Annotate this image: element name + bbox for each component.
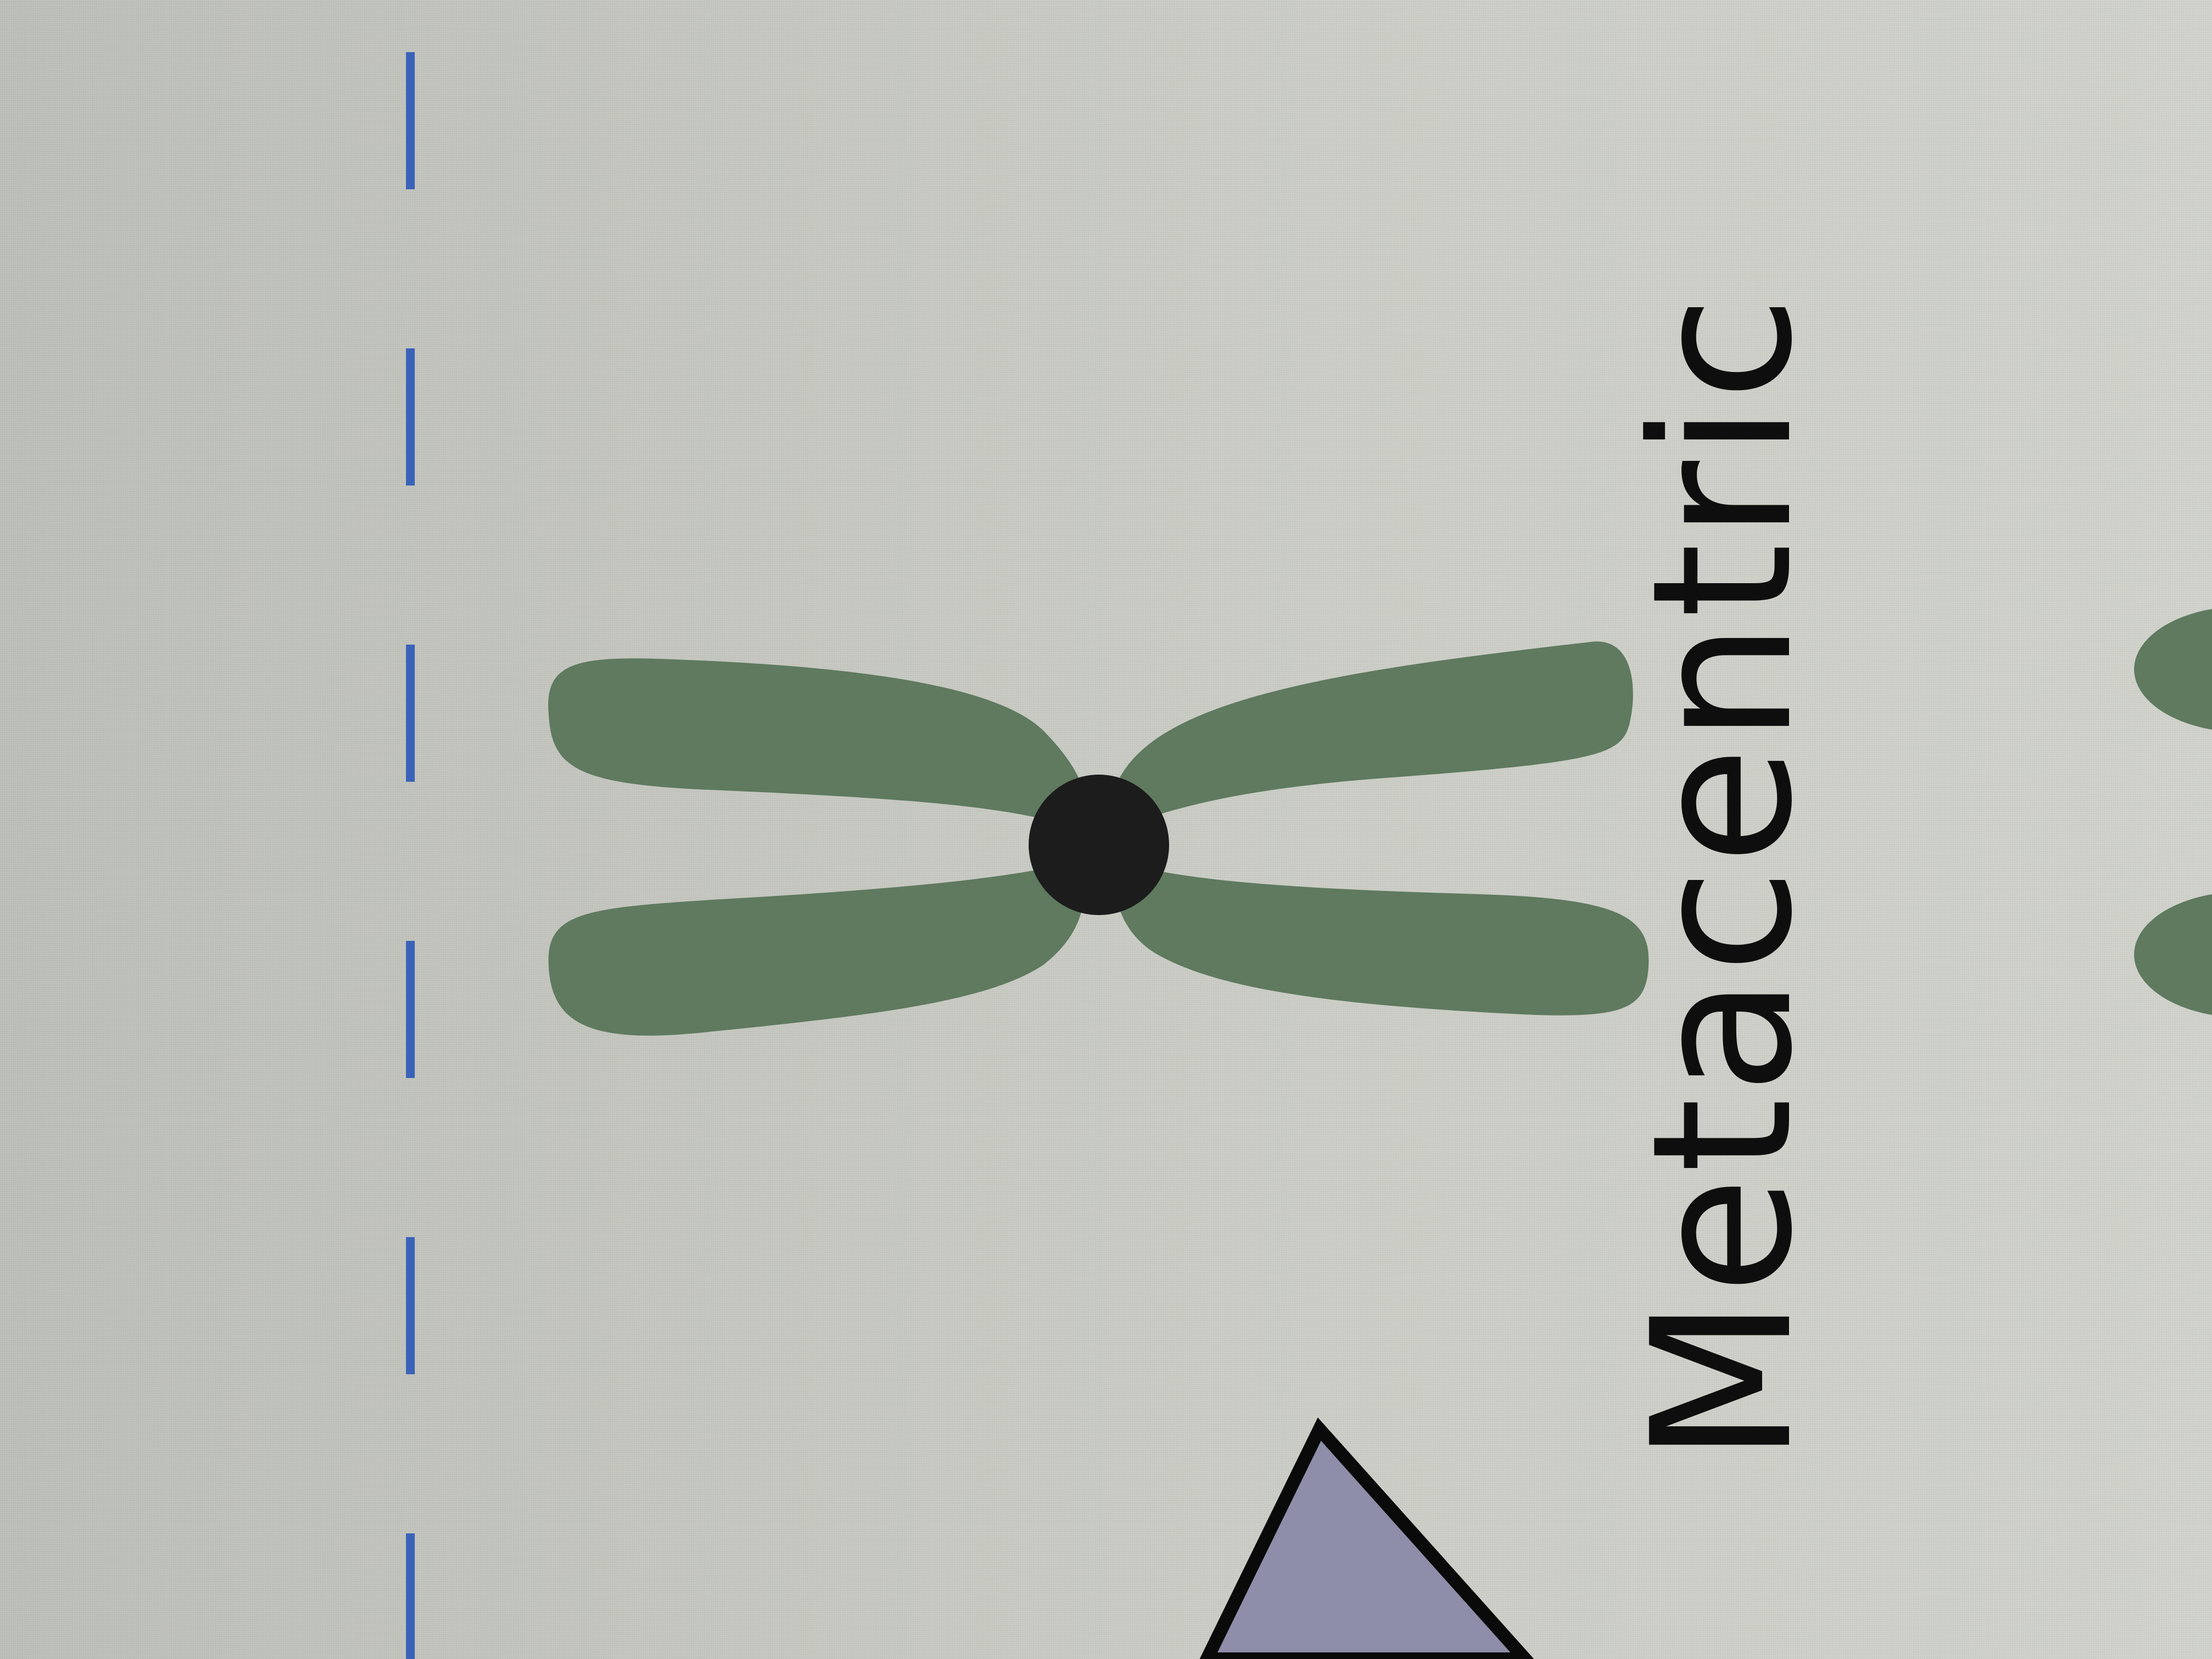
chromosome-arm-upper-left [548,658,1085,828]
partial-chromosome-right [2134,608,2212,1015]
centromere [1029,775,1169,915]
chromosome-arm-lower-left [548,861,1084,1036]
metacentric-chromosome [548,641,1649,1036]
chromosome-arm-lower-right [1115,861,1649,1015]
chromosome-type-label: Metacentric [1611,292,1835,1464]
partial-triangle-shape [1199,1417,1534,1659]
partial-chromosome-arm-lower [2134,894,2212,1015]
partial-chromosome-arm-upper [2134,608,2212,730]
chromosome-arm-upper-right [1111,641,1633,828]
